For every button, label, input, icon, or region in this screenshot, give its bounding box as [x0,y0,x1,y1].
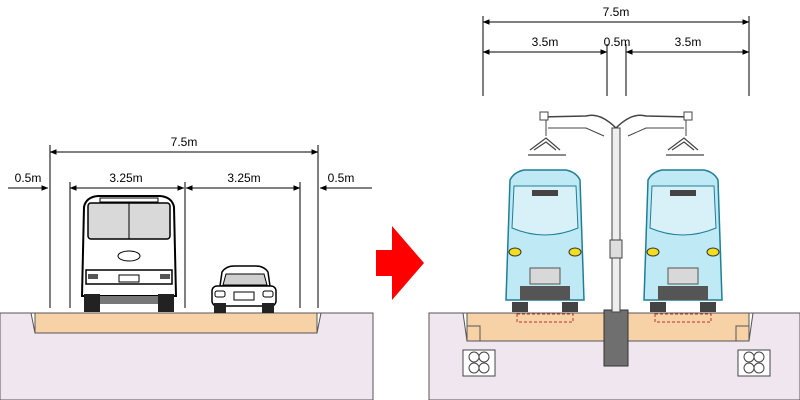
road-lane-left-label: 3.25m [109,171,142,185]
cable-conduit-icon [737,349,771,377]
road-shoulder-left-label: 0.5m [15,171,42,185]
bus-icon [80,195,178,312]
rail-track-right-label: 3.5m [675,35,702,49]
road-extension-lines [49,145,319,308]
rail-extension-lines [482,16,750,96]
road-shoulder-dimensions: 0.5m 0.5m [8,171,372,191]
rail-total-dimension: 7.5m [482,5,750,25]
car-icon [211,265,277,313]
catenary-pole-icon [539,111,693,367]
road-lane-dimensions: 3.25m 3.25m [69,171,301,191]
train-icon [505,137,585,323]
road-total-width-label: 7.5m [171,135,198,149]
rail-total-width-label: 7.5m [603,5,630,19]
road-cross-section: 7.5m 3.25m 3.25m 0.5m 0.5m [0,135,374,400]
rail-center-gap-label: 0.5m [604,35,631,49]
train-icon [643,137,723,323]
road-shoulder-right-label: 0.5m [328,171,355,185]
road-lane-right-label: 3.25m [227,171,260,185]
road-total-dimension: 7.5m [49,135,319,155]
rail-cross-section: 7.5m 3.5m 3.5m 0.5m [428,5,800,400]
road-roadbed [34,312,318,334]
rail-track-left-label: 3.5m [532,35,559,49]
right-arrow-icon [376,226,424,300]
rail-track-dimensions: 3.5m 3.5m 0.5m [482,35,750,55]
cable-conduit-icon [462,349,496,377]
